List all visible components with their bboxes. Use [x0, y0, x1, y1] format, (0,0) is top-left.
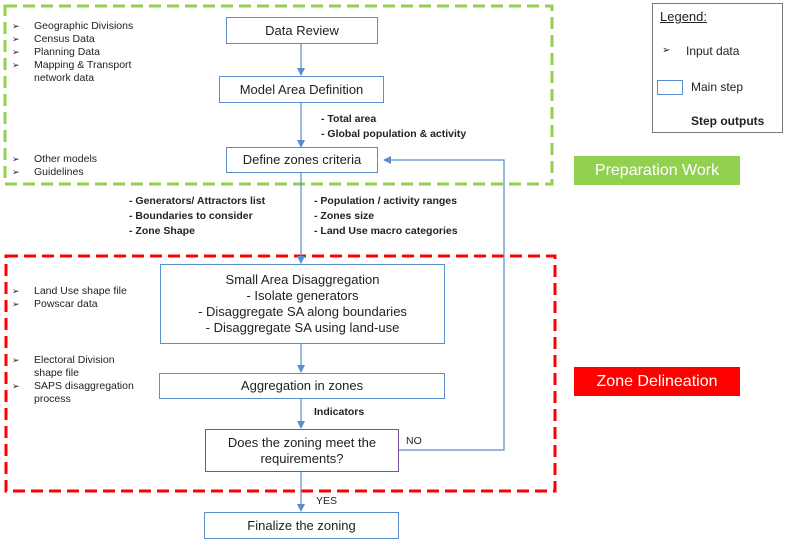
model-area-outputs: - Total area - Global population & activ…	[321, 112, 466, 142]
small-area-disaggregation-step: Small Area Disaggregation - Isolate gene…	[160, 264, 445, 344]
finalize-label: Finalize the zoning	[247, 517, 356, 533]
list-item: - Global population & activity	[321, 128, 467, 140]
define-zones-outputs-left: - Generators/ Attractors list - Boundari…	[129, 194, 265, 239]
list-item: Planning Data	[10, 46, 133, 59]
preparation-work-label: Preparation Work	[574, 156, 740, 185]
define-zones-label: Define zones criteria	[242, 152, 362, 167]
aggregation-label: Aggregation in zones	[240, 378, 364, 393]
other-inputs-list: Other models Guidelines	[10, 153, 97, 179]
list-item: - Generators/ Attractors list	[129, 195, 266, 207]
define-zones-outputs-right: - Population / activity ranges - Zones s…	[314, 194, 458, 239]
list-item: - Boundaries to consider	[129, 210, 253, 222]
legend-title: Legend:	[660, 9, 707, 24]
aggregation-step: Aggregation in zones	[159, 373, 445, 399]
list-item: process	[34, 393, 71, 405]
model-area-label: Model Area Definition	[239, 81, 364, 97]
list-item: Guidelines	[10, 166, 97, 179]
define-zones-step: Define zones criteria	[226, 147, 378, 173]
list-item: SAPS disaggregation	[10, 380, 134, 393]
zone-delineation-region	[4, 254, 557, 493]
list-item: Land Use shape file	[10, 285, 127, 298]
decision-line-2: requirements?	[260, 450, 344, 466]
yes-label: YES	[316, 495, 338, 507]
legend: Legend: ➢ Input data Main step Step outp…	[652, 3, 783, 133]
list-item: - Land Use macro categories	[314, 225, 458, 237]
sa-title: Small Area Disaggregation	[225, 272, 380, 287]
legend-main-step-label: Main step	[691, 80, 744, 94]
decision-line-1: Does the zoning meet the	[227, 434, 377, 450]
decision-step: Does the zoning meet the requirements?	[205, 429, 399, 472]
main-step-swatch-icon	[657, 80, 683, 95]
list-item: network data	[34, 72, 95, 84]
list-item: Mapping & Transport	[10, 59, 133, 72]
data-review-label: Data Review	[265, 22, 339, 38]
landuse-inputs-list: Land Use shape file Powscar data	[10, 285, 127, 311]
aggregation-output: Indicators	[314, 406, 365, 418]
list-item: - Total area	[321, 113, 377, 125]
top-inputs-list: Geographic Divisions Census Data Plannin…	[10, 20, 133, 85]
arrow-no-loop	[383, 156, 505, 451]
finalize-step: Finalize the zoning	[204, 512, 399, 539]
model-area-step: Model Area Definition	[219, 76, 384, 103]
list-item: shape file	[34, 367, 79, 379]
list-item: Other models	[10, 153, 97, 166]
list-item: Geographic Divisions	[10, 20, 133, 33]
arrowhead-bullet-icon: ➢	[662, 45, 671, 56]
list-item: - Population / activity ranges	[314, 195, 457, 207]
no-label: NO	[406, 435, 422, 447]
list-item: - Zones size	[314, 210, 375, 222]
list-item: Electoral Division	[10, 354, 134, 367]
sa-line-3: - Disaggregate SA using land-use	[205, 320, 400, 335]
list-item: Powscar data	[10, 298, 127, 311]
zone-delineation-label: Zone Delineation	[574, 367, 740, 396]
preparation-region	[3, 4, 554, 186]
sa-line-2: - Disaggregate SA along boundaries	[198, 304, 407, 319]
legend-outputs-label: Step outputs	[691, 114, 765, 128]
electoral-inputs-list: Electoral Division shape file SAPS disag…	[10, 354, 134, 406]
sa-line-1: - Isolate generators	[246, 288, 359, 303]
list-item: - Zone Shape	[129, 225, 195, 237]
list-item: Census Data	[10, 33, 133, 46]
legend-input-label: Input data	[686, 44, 740, 58]
data-review-step: Data Review	[226, 17, 378, 44]
